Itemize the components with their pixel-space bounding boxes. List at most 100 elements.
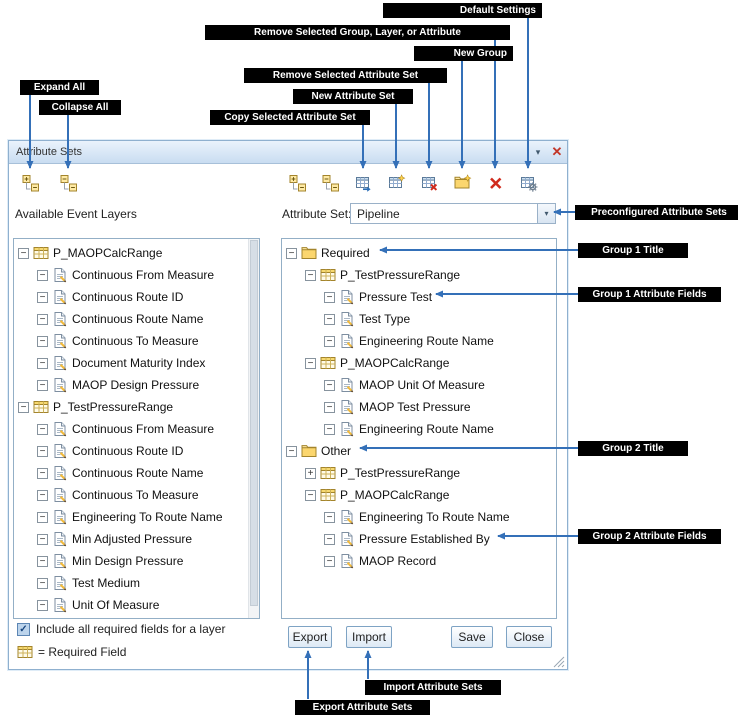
tree-node[interactable]: − Other — [282, 440, 556, 462]
callout-collapse-all: Collapse All — [39, 100, 121, 115]
tree-node[interactable]: −Engineering Route Name — [282, 330, 556, 352]
tree-node[interactable]: −Min Adjusted Pressure — [14, 528, 259, 550]
tree-node[interactable]: −Engineering To Route Name — [282, 506, 556, 528]
export-button[interactable]: Export — [288, 626, 332, 648]
tree-node[interactable]: −P_MAOPCalcRange — [282, 484, 556, 506]
include-required-label: Include all required fields for a layer — [36, 622, 226, 636]
tree-node[interactable]: −Continuous To Measure — [14, 330, 259, 352]
tree-node[interactable]: −Continuous Route ID — [14, 440, 259, 462]
collapse-icon[interactable]: − — [305, 357, 316, 369]
callout-group1-title: Group 1 Title — [578, 243, 688, 258]
new-attribute-set-icon[interactable] — [388, 174, 406, 192]
collapse-icon[interactable]: − — [37, 445, 48, 457]
tree-node[interactable]: −MAOP Unit Of Measure — [282, 374, 556, 396]
collapse-all-icon[interactable] — [60, 174, 78, 192]
tree-node[interactable]: −Document Maturity Index — [14, 352, 259, 374]
tree-node[interactable]: −Unit Of Measure — [14, 594, 259, 616]
toolbar-left — [22, 174, 78, 192]
dropdown-caret-icon[interactable]: ▾ — [537, 204, 555, 223]
tree-node[interactable]: −Required — [282, 242, 556, 264]
collapse-icon[interactable]: − — [37, 511, 48, 523]
collapse-icon[interactable]: − — [18, 247, 29, 259]
tree-node[interactable]: − Engineering Route Name — [282, 418, 556, 440]
copy-attribute-set-icon[interactable] — [355, 174, 373, 192]
tree-node[interactable]: −MAOP Record — [282, 550, 556, 572]
collapse-icon[interactable]: − — [37, 291, 48, 303]
tree-node[interactable]: −Continuous Route Name — [14, 308, 259, 330]
tree-node[interactable]: −Continuous From Measure — [14, 264, 259, 286]
tree-node[interactable]: −Engineering To Route Name — [14, 506, 259, 528]
include-required-checkbox[interactable]: ✓ — [17, 622, 30, 636]
collapse-icon[interactable]: − — [37, 379, 48, 391]
remove-attribute-set-icon[interactable] — [421, 174, 439, 192]
vertical-scrollbar[interactable] — [248, 239, 259, 618]
tree-node[interactable]: −Test Type — [282, 308, 556, 330]
collapse-icon[interactable]: − — [324, 555, 335, 567]
collapse-icon[interactable]: − — [37, 533, 48, 545]
close-icon[interactable]: ✕ — [551, 144, 563, 159]
collapse-icon[interactable]: − — [324, 401, 335, 413]
new-group-icon[interactable] — [454, 174, 472, 192]
tree-node[interactable]: −Pressure Test — [282, 286, 556, 308]
collapse-icon[interactable]: − — [324, 379, 335, 391]
folder-icon — [301, 245, 317, 261]
collapse-icon[interactable]: − — [18, 401, 29, 413]
tree-node[interactable]: −P_TestPressureRange — [14, 396, 259, 418]
collapse-icon[interactable]: − — [37, 467, 48, 479]
tree-node[interactable]: +P_TestPressureRange — [282, 462, 556, 484]
tree-node[interactable]: −Continuous Route ID — [14, 286, 259, 308]
tree-node-label: Test Medium — [72, 576, 141, 590]
expand-all-icon[interactable] — [289, 174, 307, 192]
collapse-icon[interactable]: − — [305, 489, 316, 501]
collapse-icon[interactable]: − — [37, 599, 48, 611]
collapse-icon[interactable]: − — [305, 269, 316, 281]
callout-new-group: New Group — [414, 46, 513, 61]
tree-node-label: Other — [321, 444, 352, 458]
tree-node[interactable]: −MAOP Test Pressure — [282, 396, 556, 418]
collapse-icon[interactable]: − — [37, 313, 48, 325]
collapse-icon[interactable]: − — [324, 533, 335, 545]
tree-node[interactable]: −MAOP Design Pressure — [14, 374, 259, 396]
collapse-icon[interactable]: − — [37, 555, 48, 567]
collapse-icon[interactable]: − — [37, 357, 48, 369]
tree-node[interactable]: −Continuous Route Name — [14, 462, 259, 484]
default-settings-icon[interactable] — [520, 174, 538, 192]
collapse-icon[interactable]: − — [37, 269, 48, 281]
collapse-icon[interactable]: − — [37, 423, 48, 435]
collapse-icon[interactable]: − — [324, 423, 335, 435]
close-button[interactable]: Close — [506, 626, 552, 648]
collapse-icon[interactable]: − — [37, 577, 48, 589]
remove-selected-icon[interactable] — [487, 174, 505, 192]
import-button[interactable]: Import — [346, 626, 392, 648]
resize-grip-icon[interactable] — [553, 655, 565, 668]
collapse-all-icon[interactable] — [322, 174, 340, 192]
save-button[interactable]: Save — [451, 626, 493, 648]
attribute-set-dropdown[interactable]: Pipeline ▾ — [350, 203, 556, 224]
collapse-icon[interactable]: − — [324, 511, 335, 523]
tree-node[interactable]: − Test Medium — [14, 572, 259, 594]
collapse-icon[interactable]: − — [324, 291, 335, 303]
scrollbar-thumb[interactable] — [250, 240, 258, 606]
collapse-icon[interactable]: − — [37, 335, 48, 347]
attribute-set-panel: −Required−P_TestPressureRange−Pressure T… — [281, 238, 557, 619]
expand-all-icon[interactable] — [22, 174, 40, 192]
collapse-icon[interactable]: − — [286, 247, 297, 259]
tree-node-label: Engineering Route Name — [359, 422, 494, 436]
field-icon — [339, 377, 355, 393]
tree-node[interactable]: −P_MAOPCalcRange — [282, 352, 556, 374]
tree-node[interactable]: −Continuous From Measure — [14, 418, 259, 440]
tree-node[interactable]: −Min Design Pressure — [14, 550, 259, 572]
collapse-icon[interactable]: − — [324, 313, 335, 325]
tree-node[interactable]: −P_MAOPCalcRange — [14, 242, 259, 264]
collapse-icon[interactable]: − — [324, 335, 335, 347]
tree-node[interactable]: −Pressure Established By — [282, 528, 556, 550]
layer-icon — [33, 245, 49, 261]
collapse-icon[interactable]: − — [286, 445, 297, 457]
toolbar-right — [289, 174, 538, 192]
tree-node[interactable]: −P_TestPressureRange — [282, 264, 556, 286]
collapse-icon[interactable]: − — [37, 489, 48, 501]
titlebar-menu-caret-icon[interactable]: ▾ — [535, 146, 541, 157]
expand-icon[interactable]: + — [305, 467, 316, 479]
dialog-titlebar[interactable]: Attribute Sets ▾ ✕ — [9, 141, 567, 164]
tree-node[interactable]: −Continuous To Measure — [14, 484, 259, 506]
